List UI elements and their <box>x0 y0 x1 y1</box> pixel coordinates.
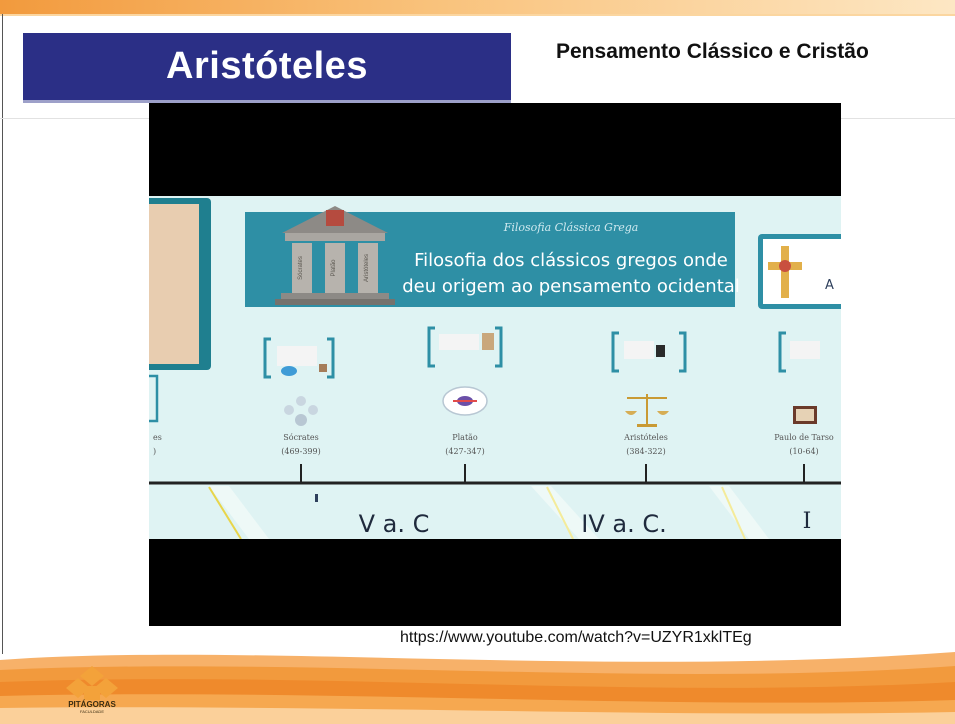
video-frame-content: Filosofia Clássica Grega Filosofia dos c… <box>149 196 841 539</box>
aristoteles-dates: (384-322) <box>626 447 665 456</box>
socrates-dates: (469-399) <box>281 447 320 456</box>
left-partial-dates: ) <box>153 447 156 456</box>
video-player[interactable]: Filosofia Clássica Grega Filosofia dos c… <box>149 103 841 626</box>
book-icon <box>793 406 817 424</box>
era-label-iv: IV a. C. <box>581 510 666 538</box>
platao-name: Platão <box>452 433 478 442</box>
temple-icon: Sócrates Platão Aristóteles <box>275 206 395 305</box>
right-card-panel <box>763 239 841 304</box>
top-bar-divider <box>0 14 955 16</box>
cross-icon <box>768 246 802 298</box>
pitagoras-logo-icon <box>66 666 118 700</box>
left-partial-name: es <box>153 433 162 442</box>
paulo-dates: (10-64) <box>789 447 818 456</box>
bottom-wave-decoration <box>0 652 955 724</box>
title-box: Aristóteles <box>23 33 511 100</box>
left-bracket-partial <box>149 374 159 423</box>
slide-title: Aristóteles <box>166 45 368 87</box>
platao-card <box>427 326 503 368</box>
slide-subtitle: Pensamento Clássico e Cristão <box>556 40 869 63</box>
socrates-name: Sócrates <box>283 433 318 442</box>
banner-title-line1: Filosofia dos clássicos gregos onde <box>414 250 728 271</box>
temple-label-3: Aristóteles <box>364 254 370 282</box>
era-label-v: V a. C <box>359 510 430 538</box>
platao-icon <box>442 386 488 416</box>
video-frame-illustration: Filosofia Clássica Grega Filosofia dos c… <box>149 198 841 539</box>
scales-icon <box>625 394 669 427</box>
right-card-text: A <box>825 278 834 293</box>
logo-subtitle: FACULDADE <box>79 709 104 714</box>
slide-left-border <box>2 14 3 654</box>
video-source-url: https://www.youtube.com/watch?v=UZYR1xkl… <box>400 629 752 646</box>
paulo-name: Paulo de Tarso <box>774 433 834 442</box>
left-card-panel <box>149 204 199 364</box>
logo-name: PITÁGORAS <box>68 700 116 709</box>
paulo-card <box>778 331 820 373</box>
platao-dates: (427-347) <box>445 447 484 456</box>
timeline <box>149 464 841 539</box>
socrates-card <box>263 337 335 379</box>
aristoteles-name: Aristóteles <box>623 433 668 442</box>
socrates-icon <box>284 396 318 426</box>
banner-title-line2: deu origem ao pensamento ocidental <box>402 276 740 297</box>
temple-label-2: Platão <box>331 259 337 277</box>
temple-label-1: Sócrates <box>298 256 304 280</box>
aristoteles-card <box>611 331 687 373</box>
banner-caption: Filosofia Clássica Grega <box>503 221 639 234</box>
era-label-i: I <box>803 509 812 534</box>
top-gradient-bar <box>0 0 955 14</box>
